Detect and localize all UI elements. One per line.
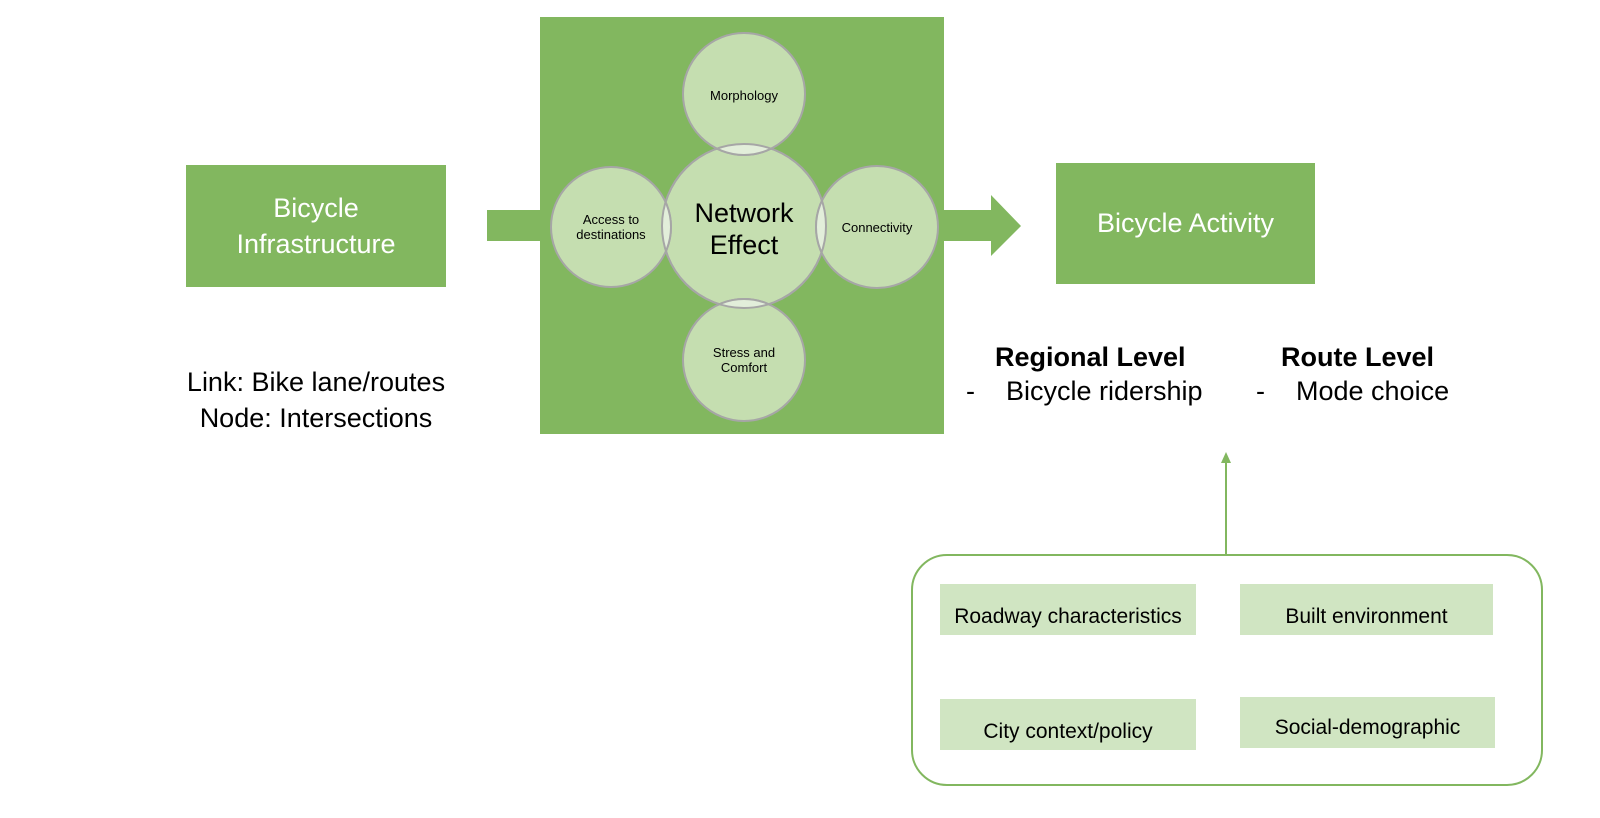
infrastructure-caption: Link: Bike lane/routes Node: Intersectio… bbox=[150, 364, 482, 436]
factor-social-demographic: Social-demographic bbox=[1240, 697, 1495, 748]
center-circle-outline bbox=[661, 143, 827, 309]
access-label-line-1: Access to bbox=[583, 212, 639, 227]
stress-label-line-1: Stress and bbox=[713, 345, 775, 360]
route-bullet: - bbox=[1256, 376, 1265, 406]
regional-item: Bicycle ridership bbox=[1006, 376, 1203, 406]
factors-arrow-head bbox=[1221, 452, 1231, 463]
factor-built-environment: Built environment bbox=[1240, 584, 1493, 635]
factor-city-context: City context/policy bbox=[940, 699, 1196, 750]
connectivity-label: Connectivity bbox=[842, 220, 913, 235]
overlap-left bbox=[662, 166, 672, 288]
factor-city-context-label: City context/policy bbox=[983, 720, 1153, 743]
regional-bullet: - bbox=[966, 376, 975, 406]
network-circles bbox=[550, 32, 939, 422]
factor-roadway-label: Roadway characteristics bbox=[954, 605, 1182, 628]
regional-level-title: Regional Level bbox=[995, 342, 1186, 372]
bicycle-activity-box: Bicycle Activity bbox=[1056, 163, 1315, 284]
infra-title-line-1: Bicycle bbox=[273, 193, 359, 223]
center-label-line-2: Effect bbox=[710, 230, 779, 260]
overlap-bottom bbox=[682, 298, 806, 308]
overlap-top bbox=[682, 144, 806, 156]
infra-title-line-2: Infrastructure bbox=[236, 229, 396, 259]
route-level-title: Route Level bbox=[1281, 342, 1435, 372]
morphology-label: Morphology bbox=[710, 88, 778, 103]
link-caption: Link: Bike lane/routes bbox=[186, 367, 446, 397]
factor-roadway: Roadway characteristics bbox=[940, 584, 1196, 635]
factor-built-environment-label: Built environment bbox=[1285, 605, 1448, 628]
node-caption: Node: Intersections bbox=[199, 403, 433, 433]
factor-social-demographic-label: Social-demographic bbox=[1274, 716, 1461, 739]
route-item: Mode choice bbox=[1296, 376, 1450, 406]
input-arrow bbox=[487, 210, 541, 241]
factors-frame bbox=[911, 554, 1543, 786]
stress-label-line-2: Comfort bbox=[721, 360, 768, 375]
activity-title: Bicycle Activity bbox=[1096, 208, 1275, 238]
access-label-line-2: destinations bbox=[576, 227, 646, 242]
center-label-line-1: Network bbox=[694, 198, 794, 228]
overlap-right bbox=[815, 165, 826, 289]
output-arrow bbox=[943, 195, 1021, 256]
bicycle-infrastructure-box: Bicycle Infrastructure bbox=[186, 165, 446, 287]
